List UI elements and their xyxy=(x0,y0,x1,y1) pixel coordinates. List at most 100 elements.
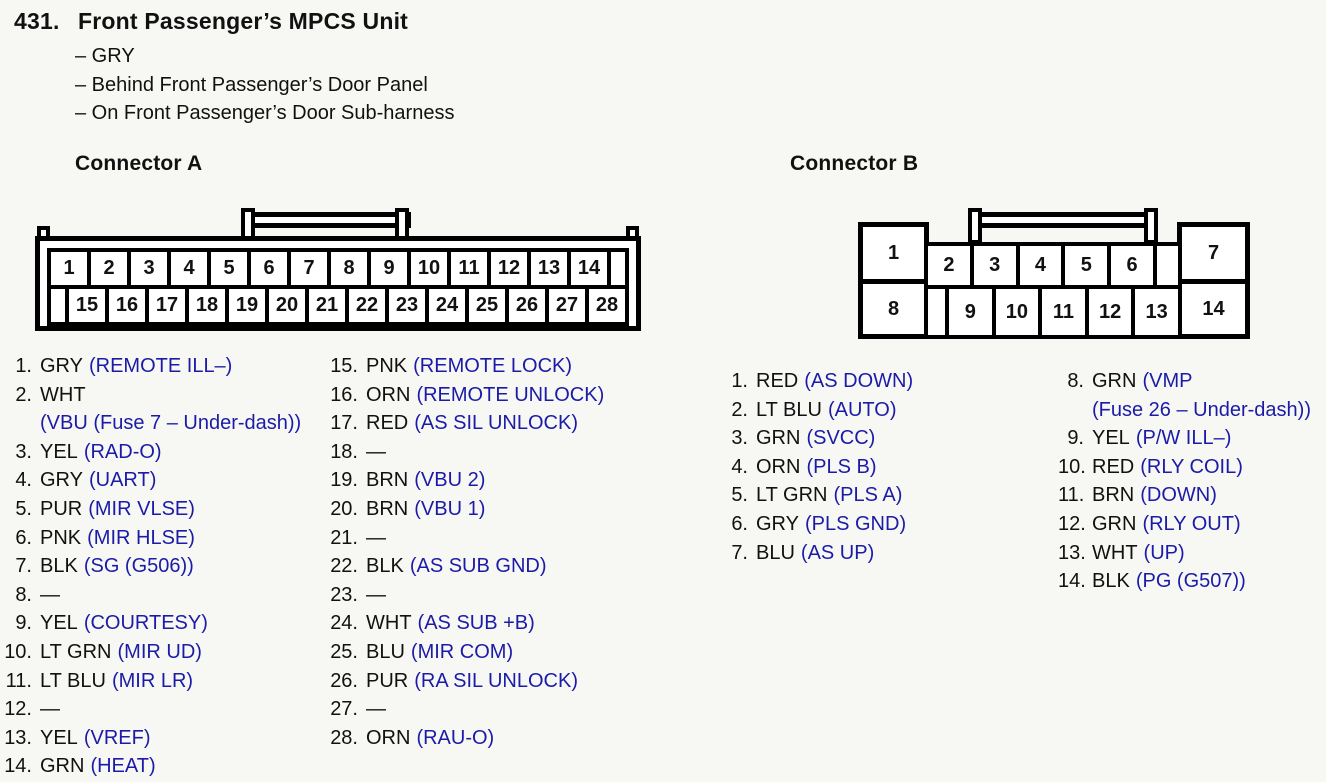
wire-color: — xyxy=(366,440,386,463)
wire-color: ORN xyxy=(756,455,801,478)
wire-color: GRN xyxy=(1092,512,1137,535)
wire-color: BRN xyxy=(1092,484,1135,507)
pin-cell: 28 xyxy=(589,289,625,322)
wire-color: WHT xyxy=(40,383,86,406)
pin-cell: 14 xyxy=(571,252,607,285)
wire-color: YEL xyxy=(40,440,78,463)
signal-name: (RAD-O) xyxy=(83,440,162,463)
wire-color: BRN xyxy=(366,469,409,492)
pin-cell: 7 xyxy=(291,252,327,285)
wire-color: YEL xyxy=(40,612,78,635)
pin-entry: 7. BLU(AS UP) xyxy=(724,539,1044,568)
pin-entry: 2. LT BLU(AUTO) xyxy=(724,396,1044,425)
wire-color: PUR xyxy=(366,669,409,692)
wire-color: BLK xyxy=(40,555,78,578)
pin-cell: 19 xyxy=(229,289,265,322)
detail-line: – On Front Passenger’s Door Sub-harness xyxy=(75,102,455,124)
signal-name: (HEAT) xyxy=(90,755,156,778)
signal-name: (UART) xyxy=(88,469,157,492)
pin-entry: 2. WHT(VBU (Fuse 7 – Under-dash)) xyxy=(0,381,330,438)
wire-color: LT GRN xyxy=(40,640,112,663)
signal-name: (AS SIL UNLOCK) xyxy=(414,412,578,435)
pin-cell: 25 xyxy=(469,289,505,322)
wire-color: — xyxy=(40,583,60,606)
connector-a-latch-bar xyxy=(247,212,411,228)
pin-cell: 10 xyxy=(411,252,447,285)
wire-color: GRY xyxy=(756,512,799,535)
connector-a-pin-list-15-28: 15. PNK(REMOTE LOCK) 16. ORN(REMOTE UNLO… xyxy=(328,352,658,752)
pin-entry: 4. GRY(UART) xyxy=(0,466,330,495)
pin-entry: 8. — xyxy=(0,581,330,610)
pin-number: 25. xyxy=(330,640,358,663)
signal-name: (VBU 1) xyxy=(414,497,486,520)
pin-entry: 10. LT GRN(MIR UD) xyxy=(0,638,330,667)
signal-name: (RAU-O) xyxy=(416,726,495,749)
connector-a-heading: Connector A xyxy=(75,152,203,175)
pin-entry: 6. PNK(MIR HLSE) xyxy=(0,524,330,553)
signal-name: (VBU 2) xyxy=(414,469,486,492)
pin-number: 12. xyxy=(1058,512,1086,535)
pin-number: 14. xyxy=(4,755,32,778)
pin-entry: 11. BRN(DOWN) xyxy=(1058,481,1326,510)
pin-number: 22. xyxy=(330,555,358,578)
pin-cell: 2 xyxy=(91,252,127,285)
pin-entry: 22. BLK(AS SUB GND) xyxy=(328,552,658,581)
pin-cell: 5 xyxy=(211,252,247,285)
pin-number: 20. xyxy=(330,497,358,520)
pin-number: 7. xyxy=(15,555,32,578)
blank-cell xyxy=(611,252,625,285)
wire-color: LT GRN xyxy=(756,484,828,507)
pin-cell: 9 xyxy=(949,289,992,335)
pin-entry: 13. WHT(UP) xyxy=(1058,539,1326,568)
pin-number: 7. xyxy=(731,541,748,564)
pin-cell: 7 xyxy=(1177,222,1250,284)
pin-entry: 12. — xyxy=(0,695,330,724)
pin-cell: 26 xyxy=(509,289,545,322)
pin-cell: 24 xyxy=(429,289,465,322)
pin-number: 11. xyxy=(5,669,32,692)
wire-color: — xyxy=(366,583,386,606)
pin-cell: 13 xyxy=(1135,289,1178,335)
pin-number: 4. xyxy=(15,469,32,492)
signal-name: (MIR UD) xyxy=(117,640,202,663)
connector-b-latch-post-right xyxy=(1144,208,1158,244)
connector-b-heading: Connector B xyxy=(790,152,919,175)
pin-entry: 17. RED(AS SIL UNLOCK) xyxy=(328,409,658,438)
signal-name: (COURTESY) xyxy=(83,612,208,635)
blank-cell xyxy=(51,289,65,322)
pin-cell: 8 xyxy=(858,279,929,339)
pin-cell: 13 xyxy=(531,252,567,285)
pin-entry: 19. BRN(VBU 2) xyxy=(328,466,658,495)
pin-entry: 8. GRN(VMP(Fuse 26 – Under-dash)) xyxy=(1058,367,1326,424)
pin-entry: 18. — xyxy=(328,438,658,467)
wire-color: RED xyxy=(366,412,409,435)
pin-entry: 11. LT BLU(MIR LR) xyxy=(0,667,330,696)
pin-number: 3. xyxy=(731,427,748,450)
connector-b-pin-list-8-14: 8. GRN(VMP(Fuse 26 – Under-dash)) 9. YEL… xyxy=(1058,367,1326,596)
pin-cell: 3 xyxy=(131,252,167,285)
signal-name: (PLS GND) xyxy=(804,512,907,535)
pin-entry: 7. BLK(SG (G506)) xyxy=(0,552,330,581)
pin-entry: 20. BRN(VBU 1) xyxy=(328,495,658,524)
pin-number: 21. xyxy=(330,526,358,549)
connector-a-pin-list-1-14: 1. GRY(REMOTE ILL–) 2. WHT(VBU (Fuse 7 –… xyxy=(0,352,330,781)
signal-name: (RLY OUT) xyxy=(1142,512,1241,535)
pin-number: 16. xyxy=(330,383,358,406)
pin-cell: 2 xyxy=(928,246,970,285)
pin-number: 8. xyxy=(1067,370,1084,392)
wire-color: ORN xyxy=(366,726,411,749)
pin-entry: 14. BLK(PG (G507)) xyxy=(1058,567,1326,596)
item-number: 431. xyxy=(14,8,60,34)
signal-name: (REMOTE UNLOCK) xyxy=(416,383,605,406)
blank-cell xyxy=(1156,246,1178,285)
pin-cell: 16 xyxy=(109,289,145,322)
pin-entry: 1. RED(AS DOWN) xyxy=(724,367,1044,396)
pin-number: 5. xyxy=(15,497,32,520)
pin-cell: 6 xyxy=(1111,246,1153,285)
pin-number: 24. xyxy=(330,612,358,635)
wire-color: GRY xyxy=(40,355,83,377)
